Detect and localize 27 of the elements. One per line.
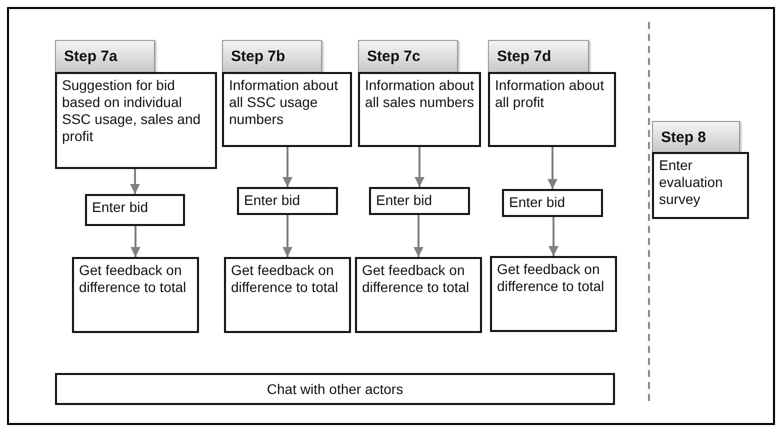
arrow (130, 226, 140, 257)
arrow (548, 147, 558, 189)
process-box: Information about all sales numbers (358, 72, 481, 147)
chat-bar: Chat with other actors (55, 373, 615, 405)
step-tab: Step 7d (488, 40, 589, 73)
arrow (282, 147, 292, 187)
process-box: Information about all SSC usage numbers (222, 72, 352, 147)
arrow (130, 169, 140, 194)
arrow (414, 147, 424, 187)
step-tab: Step 7a (55, 40, 155, 73)
process-box: Enter bid (85, 194, 185, 226)
process-box: Get feedback on difference to total (355, 257, 482, 333)
process-box: Enter bid (237, 187, 338, 215)
step-tab: Step 7b (222, 40, 322, 73)
arrow (414, 215, 424, 257)
step-tab: Step 8 (652, 121, 740, 153)
process-box: Get feedback on difference to total (490, 256, 617, 332)
step-tab: Step 7c (358, 40, 458, 73)
process-box: Suggestion for bid based on individual SSC usage, sales and profit (55, 72, 217, 169)
process-box: Enter evaluation survey (652, 152, 749, 219)
arrow (282, 215, 292, 257)
process-box: Get feedback on difference to total (72, 257, 199, 333)
process-box: Enter bid (369, 187, 470, 215)
arrow (548, 217, 558, 256)
process-box: Get feedback on difference to total (224, 257, 351, 333)
process-box: Information about all profit (488, 72, 616, 147)
process-box: Enter bid (502, 189, 603, 217)
